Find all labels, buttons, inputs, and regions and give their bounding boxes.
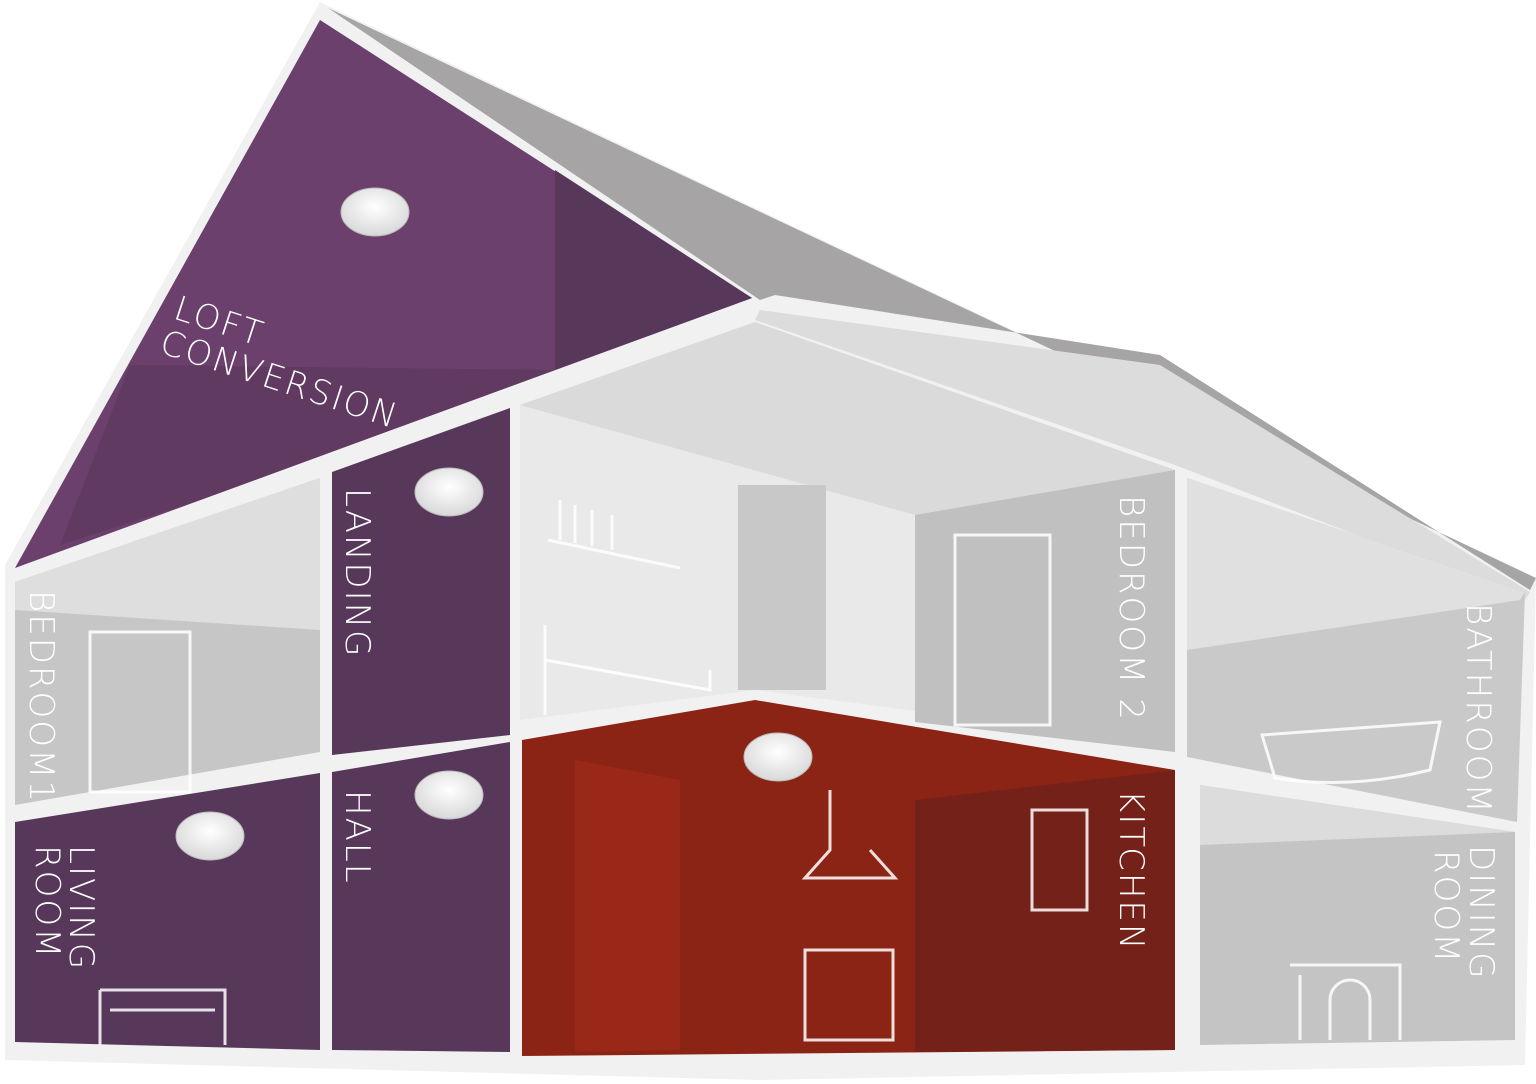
oven <box>803 948 895 1042</box>
fireplace <box>1290 963 1402 1040</box>
smoke-alarm-loft <box>340 187 410 237</box>
smoke-alarm-living-room <box>175 811 245 861</box>
label-kitchen: KITCHEN <box>1111 790 1151 951</box>
roof <box>328 8 1536 590</box>
room-living-room <box>15 773 320 1050</box>
bedroom-1-ceiling <box>15 478 320 630</box>
shelf <box>547 500 681 570</box>
bathtub <box>1260 720 1442 784</box>
label-dining-line1: DINING <box>1461 845 1501 980</box>
bed <box>543 625 712 715</box>
smoke-alarm-hall <box>414 770 484 820</box>
heat-alarm-kitchen <box>743 732 813 782</box>
label-living-line1: LIVING <box>61 845 101 971</box>
smoke-alarm-landing <box>414 467 484 517</box>
middle-ceiling <box>520 322 1175 515</box>
loft-floor-shadow <box>60 365 555 545</box>
label-landing: LANDING <box>337 488 377 658</box>
wardrobe-bedroom-1 <box>88 630 192 794</box>
label-bedroom-2: BEDROOM 2 <box>1111 495 1151 722</box>
label-bedroom-1: BEDROOM1 <box>21 590 61 804</box>
dining-ceiling <box>1200 785 1515 845</box>
room-bedroom-2 <box>915 470 1175 752</box>
label-living-line2: ROOM <box>27 845 67 959</box>
label-dining-line2: ROOM <box>1426 850 1466 964</box>
room-dining-room <box>1200 785 1515 1045</box>
label-bathroom: BATHROOM <box>1458 603 1498 815</box>
loft-dark-wall <box>555 170 752 370</box>
wardrobe-bedroom-2 <box>953 533 1052 727</box>
bathroom-ceiling <box>1187 478 1525 650</box>
label-hall: HALL <box>337 790 377 885</box>
sofa <box>98 988 227 1045</box>
doorway <box>738 485 826 690</box>
kitchen-stairs <box>575 760 680 1052</box>
cooker-hood <box>801 790 899 880</box>
roof-underside <box>755 310 1530 600</box>
boiler <box>1030 808 1089 912</box>
room-hall <box>332 742 510 1052</box>
